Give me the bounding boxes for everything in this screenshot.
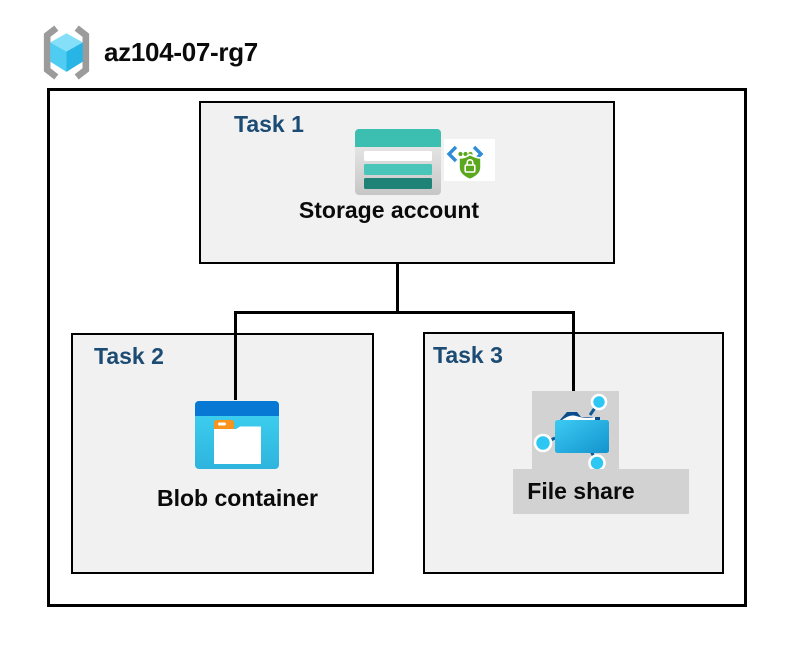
- resource-group-title: az104-07-rg7: [104, 37, 258, 67]
- blob-container-caption: Blob container: [156, 485, 318, 511]
- storage-account-caption: Storage account: [298, 197, 480, 223]
- connector-to-fileshare-line: [572, 311, 575, 391]
- sas-lock-icon: [444, 139, 495, 181]
- task2-label: Task 2: [94, 343, 164, 369]
- file-share-icon: [533, 393, 609, 472]
- task3-box: Task 3 File share: [423, 332, 724, 574]
- file-share-icon-backdrop: [532, 391, 619, 472]
- connector-horizontal-line: [234, 311, 575, 314]
- resource-group-icon: [43, 25, 90, 80]
- task1-box: Task 1 Storage account: [199, 101, 615, 264]
- task1-label: Task 1: [234, 111, 304, 137]
- file-share-caption-backdrop: File share: [513, 469, 689, 514]
- task3-label: Task 3: [433, 342, 503, 368]
- file-share-caption: File share: [527, 478, 635, 504]
- task2-box: Task 2 Blob container: [71, 333, 374, 574]
- connector-to-blob-line: [234, 311, 237, 400]
- storage-account-icon: [355, 129, 441, 195]
- blob-container-icon: [195, 401, 279, 469]
- connector-storage-stem-line: [396, 262, 399, 313]
